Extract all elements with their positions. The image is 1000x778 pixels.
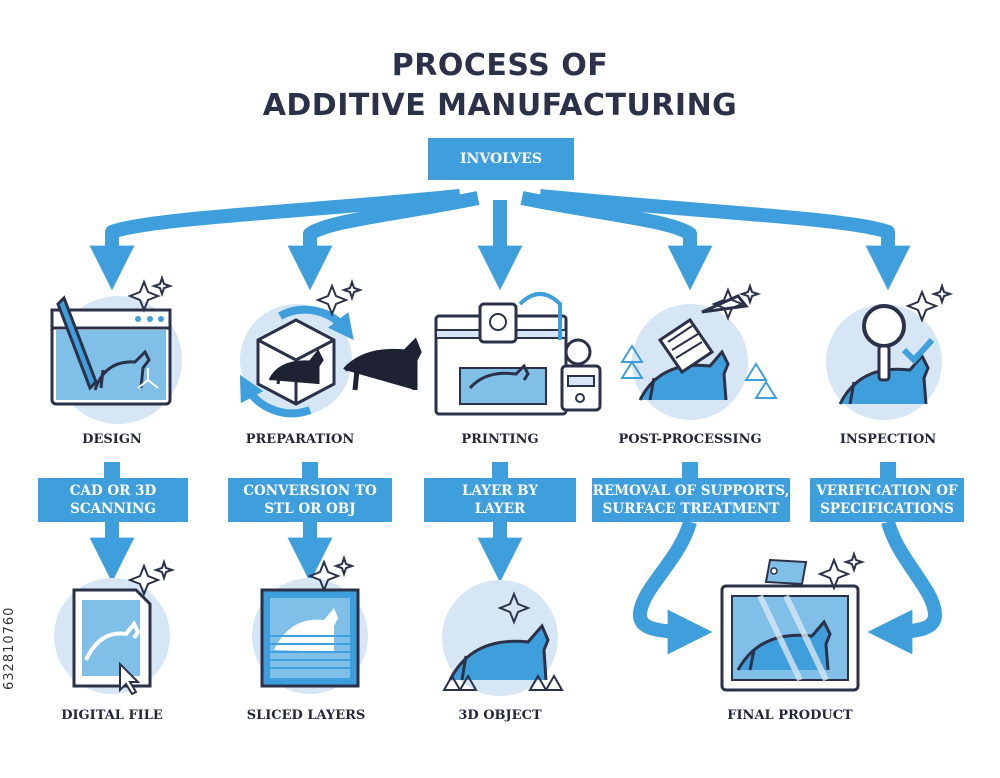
stage-label-design: DESIGN [82, 432, 142, 447]
method-box-preparation: CONVERSION TO STL OR OBJ [228, 478, 392, 522]
stage-label-post-processing: POST-PROCESSING [618, 432, 762, 447]
arrow-post-to-final [632, 519, 713, 655]
design-screen-icon [50, 274, 182, 424]
stage-label-printing: PRINTING [461, 432, 539, 447]
arrow-to-preparation [287, 191, 480, 291]
arrow-to-inspection [539, 189, 911, 291]
preparation-cube-icon [239, 278, 422, 418]
vertical-connectors [104, 462, 896, 480]
result-label-sliced-layers: SLICED LAYERS [246, 708, 366, 723]
stage-label-inspection: INSPECTION [839, 432, 937, 447]
3d-printer-icon [434, 292, 602, 416]
arrow-inspection-to-final [867, 519, 943, 655]
method-line: SURFACE TREATMENT [602, 501, 780, 517]
result-label-digital-file: DIGITAL FILE [61, 708, 163, 723]
method-line: CAD OR 3D [69, 483, 157, 499]
root-involves-box: INVOLVES [428, 138, 574, 180]
method-box-design: CAD OR 3D SCANNING [38, 478, 188, 522]
arrow-to-design [89, 189, 461, 291]
result-label-3d-object: 3D OBJECT [458, 708, 542, 723]
branch-arrows [89, 189, 911, 291]
result-label-final-product: FINAL PRODUCT [727, 708, 853, 723]
method-line: SPECIFICATIONS [820, 501, 954, 517]
method-line: REMOVAL OF SUPPORTS, [592, 483, 790, 499]
method-box-post-processing: REMOVAL OF SUPPORTS, SURFACE TREATMENT [592, 478, 790, 522]
digital-file-icon [54, 558, 176, 696]
title-line-1: PROCESS OF [391, 48, 609, 83]
method-line: LAYER [474, 501, 526, 517]
method-line: VERIFICATION OF [816, 483, 958, 499]
image-id: 632810760 [2, 606, 17, 690]
title-line-2: ADDITIVE MANUFACTURING [262, 88, 738, 123]
method-box-printing: LAYER BY LAYER [424, 478, 576, 522]
final-product-icon [720, 550, 866, 692]
post-processing-icon [620, 282, 778, 420]
root-label: INVOLVES [460, 151, 542, 167]
method-line: STL OR OBJ [264, 501, 356, 517]
sliced-layers-icon [252, 554, 368, 694]
inspection-magnifier-icon [826, 282, 954, 420]
stage-label-preparation: PREPARATION [245, 432, 355, 447]
method-line: CONVERSION TO [243, 483, 377, 499]
method-line: SCANNING [70, 501, 156, 517]
method-line: LAYER BY [462, 483, 538, 499]
3d-object-icon [442, 580, 564, 696]
method-box-inspection: VERIFICATION OF SPECIFICATIONS [810, 478, 964, 522]
